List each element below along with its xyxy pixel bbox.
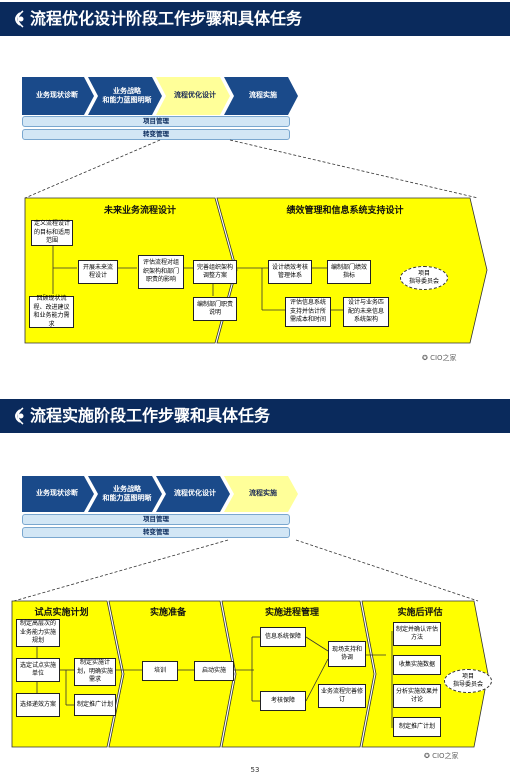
box-choose-way: 选择递效方案 (16, 693, 60, 717)
section2-bar-project: 项目管理 (22, 514, 290, 525)
section1-phase-strategy: 业务战略 和能力蓝图明晰 (102, 86, 152, 104)
box-assess-impact: 评估流程对组织架构和部门职责的影响 (138, 255, 184, 289)
box-acceptance: 制定并确认评估方法 (393, 622, 441, 646)
section2-phase-arrows (22, 476, 298, 512)
section2-phase-strategy: 业务战略 和能力蓝图明晰 (102, 484, 152, 502)
section2-header: 流程实施阶段工作步骤和具体任务 (0, 399, 510, 433)
wechat-icon: ✪ (424, 752, 433, 760)
box-choose-pilot: 选定试点实施单位 (16, 658, 60, 682)
wechat-icon: ✪ (422, 354, 431, 362)
section2-phase-implement: 流程实施 (249, 489, 277, 498)
section2-committee: 项目 指导委员会 (444, 669, 492, 693)
box-start-design: 开展未来流程设计 (78, 260, 118, 284)
box-assess-it: 评估信息系统支持并估计所需成本和时间 (285, 297, 331, 327)
page-number: 53 (250, 766, 260, 774)
section1-zoom-lines (24, 139, 479, 199)
box-design-it-arch: 设计与业务匹配的未来信息系统架构 (343, 297, 389, 327)
box-training: 培训 (142, 661, 178, 681)
box-review-current: 回顾现状流程、改进建议和业务能力需求 (29, 295, 74, 328)
logo-icon (15, 407, 24, 425)
box-it-support: 信息系统保障 (260, 627, 306, 647)
section1-title: 流程优化设计阶段工作步骤和具体任务 (30, 9, 303, 28)
section2-bar-change: 转变管理 (22, 527, 290, 538)
logo-icon (15, 10, 24, 28)
box-dept-kpi: 编制部门绩效指标 (327, 260, 371, 284)
section1-panel-right-title: 绩效管理和信息系统支持设计 (286, 206, 404, 216)
box-promote-plan: 制定推广计划 (74, 694, 116, 716)
section2-panel-title-progress: 实施进程管理 (264, 608, 319, 618)
section2-panel-title-prepare: 实施准备 (149, 608, 186, 618)
box-kpi-support: 考核保障 (260, 691, 306, 711)
box-launch: 启动实施 (194, 661, 234, 681)
box-define-goal: 定义流程设计的目标和适用范围 (31, 220, 73, 246)
box-analyze-effect: 分析实施效果并讨论 (393, 684, 441, 708)
section1-header: 流程优化设计阶段工作步骤和具体任务 (0, 2, 510, 36)
section2-title: 流程实施阶段工作步骤和具体任务 (30, 406, 271, 425)
section1-panel-left-title: 未来业务流程设计 (103, 206, 176, 216)
box-design-kpi: 设计绩效考核管理体系 (268, 260, 312, 284)
box-dept-duty: 编制部门职责说明 (193, 297, 237, 321)
section1-committee: 项目 指导委员会 (400, 266, 448, 290)
box-rollout-plan: 制定推广计划 (393, 717, 441, 737)
box-detail-plan: 制定实施计划，明确实施需求 (74, 658, 116, 686)
section2-panel-title-pilot: 试点实施计划 (34, 608, 89, 618)
section2-panel-title-evaluate: 实施后评估 (397, 608, 443, 618)
section2-phase-diagnose: 业务现状诊断 (36, 489, 78, 498)
section1-phase-design: 流程优化设计 (174, 91, 216, 100)
box-field-support: 现场支持和协调 (328, 641, 366, 667)
section1-phase-diagnose: 业务现状诊断 (36, 91, 78, 100)
section1-watermark: ✪ CIO之家 (422, 354, 457, 362)
section1-bar-project: 项目管理 (22, 116, 290, 127)
box-refine-org: 完善组织架构调整方案 (193, 260, 237, 284)
section1-bar-change: 转变管理 (22, 129, 290, 140)
box-high-level-plan: 制定高层次的业务能力实施规划 (16, 619, 60, 647)
box-process-refine: 业务流程完善修订 (318, 684, 366, 708)
box-collect-data: 收集实施数据 (393, 655, 441, 675)
section1-phase-arrows (22, 77, 298, 115)
section1-phase-implement: 流程实施 (249, 91, 277, 100)
section2-phase-design: 流程优化设计 (174, 489, 216, 498)
section2-watermark: ✪ CIO之家 (424, 752, 459, 760)
